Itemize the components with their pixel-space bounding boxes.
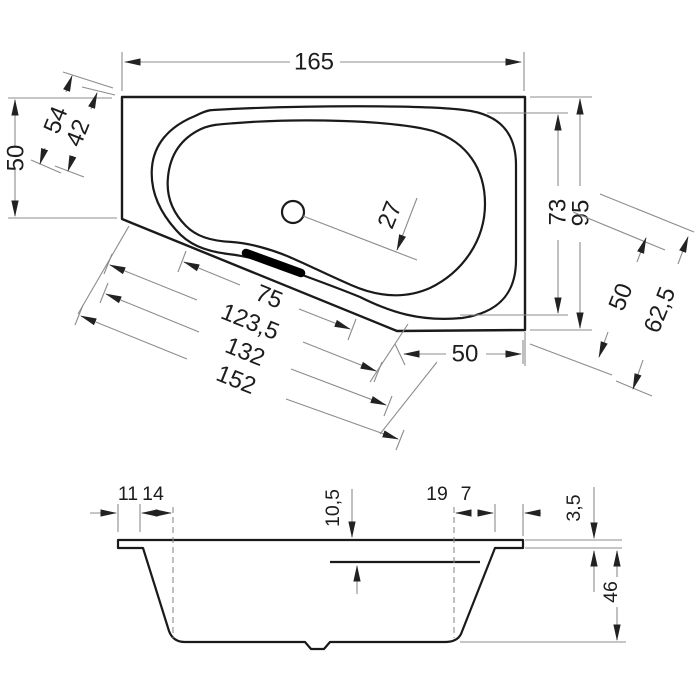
dim-label-14: 14 [142,483,164,505]
dim-label-50-left: 50 [3,145,30,172]
dim-label-50-diagonal: 50 [603,280,638,315]
dim-rim-left: 11 14 [90,483,172,532]
ext-line [599,193,695,233]
dim-line [183,261,241,286]
tick [74,304,84,326]
dim-label-50-bottom: 50 [452,341,479,368]
dim-line [298,308,351,330]
dim-line [285,398,399,440]
tick [177,250,187,273]
dim-line [290,368,387,406]
dim-left-depth: 50 [3,97,117,219]
drain-circle [280,199,306,225]
dim-line [636,237,647,263]
dim-rim-thickness: 3,5 [525,487,622,592]
tick [99,282,109,304]
tub-section-outline [116,538,525,651]
dim-line [39,147,49,165]
dim-line [105,293,200,333]
ext-line [77,225,130,315]
dim-label-95: 95 [568,200,595,227]
tick [394,343,406,366]
dim-overall-width: 165 [121,49,525,91]
dim-line [109,264,198,301]
dim-label-46: 46 [600,581,622,603]
ext-line [529,343,613,376]
ext-slash [81,86,116,96]
dim-label-10-5: 10,5 [322,489,344,527]
ext-line [615,380,653,397]
dim-label-27: 27 [372,198,407,233]
ext-slash [62,71,114,89]
tick [383,395,393,417]
section-view: 11 14 10,5 19 7 3,5 [90,483,626,651]
dim-line [80,315,188,360]
dim-line [67,155,77,172]
dim-corner-widths: 54 42 [30,71,116,178]
dim-label-73: 73 [545,199,572,226]
dim-right-depths: 73 95 [460,96,595,331]
dim-line [396,197,418,251]
dim-bottom-right-width: 50 [394,332,526,368]
dim-body-height: 46 [460,550,626,643]
ext-line [379,361,438,435]
tick [103,253,113,275]
ext-slash [30,159,62,174]
grip-bar [241,248,306,278]
tick [373,361,383,383]
dim-label-165: 165 [294,49,334,76]
dim-line [88,92,98,110]
tick [347,318,357,341]
ext-line [369,323,409,383]
dim-label-3-5: 3,5 [563,494,585,521]
dim-line [63,75,73,93]
dim-overflow-drop: 10,5 [322,489,361,594]
tub-outer-outline [120,95,527,333]
tub-basin-curve [166,119,487,297]
dim-label-11: 11 [118,483,138,505]
dim-line [677,236,689,265]
dim-rim-right: 19 7 [426,483,541,536]
dim-line [632,359,644,390]
dim-line [302,341,377,372]
dim-line [598,331,609,358]
tick [395,429,405,451]
ext-line [572,211,666,251]
ext-line [302,215,418,261]
tub-rim-inner-curve [150,105,518,320]
dim-label-62-5: 62,5 [639,283,682,336]
plan-view: 165 50 54 42 27 [3,49,695,451]
dim-label-7: 7 [461,483,472,505]
dim-drain-offset: 27 [302,197,418,261]
dim-label-19: 19 [426,483,448,505]
